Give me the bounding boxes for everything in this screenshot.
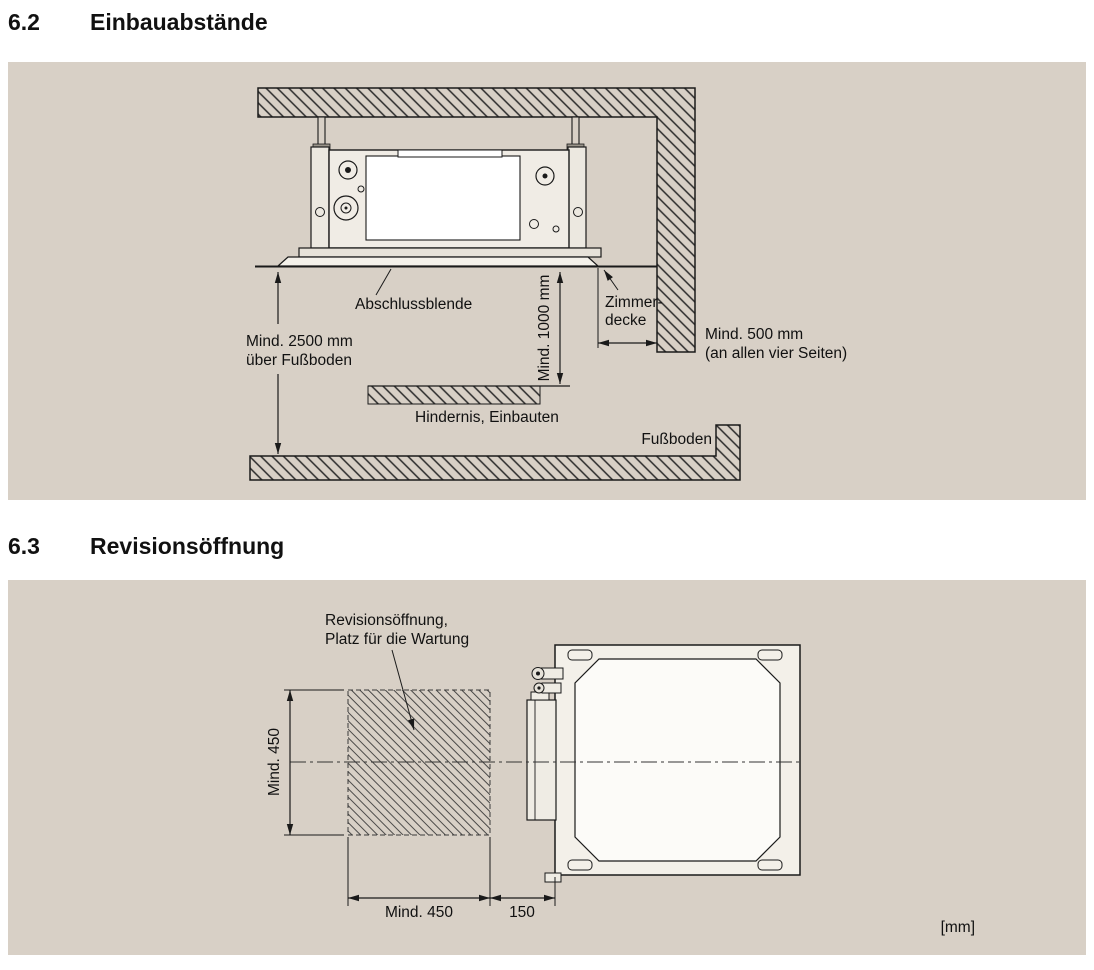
abschlussblende-leader [375,268,392,296]
hanger-bracket-slot [567,649,593,661]
abschlussblende-panel [276,256,600,267]
zimmerdecke-leader [603,269,619,291]
dimension-450-horizontal-label: Mind. 450 [385,904,453,921]
indoor-unit-cross-section [298,146,602,258]
floor-label: Fußboden [641,431,712,448]
connection-box [526,699,557,821]
dimension-450-vertical [284,689,344,836]
section-title: Einbauabstände [90,9,268,35]
hanging-rods [312,116,585,151]
dimension-2500-label-line1: Mind. 2500 mm [246,333,353,350]
pipe-fittings [531,667,564,694]
floor-hatch [249,424,741,481]
hanger-bracket-slot [567,859,593,871]
drain-connection [544,872,562,883]
ceiling-wall-hatch [257,87,696,353]
einbauabstaende-diagram-panel: Abschlussblende Mind. 2500 mm über Fußbo… [8,62,1086,500]
revisionsoeffnung-diagram: Revisionsöffnung, Platz für die Wartung … [266,612,975,936]
obstacle-label: Hindernis, Einbauten [415,409,559,426]
zimmerdecke-label-line2: decke [605,312,646,329]
dimension-500-label-line2: (an allen vier Seiten) [705,345,847,362]
opening-label-line1: Revisionsöffnung, [325,612,448,629]
unit-casing-chamfered [574,658,781,862]
obstacle-hatch [367,385,541,405]
opening-label-line2: Platz für die Wartung [325,631,469,648]
drain-pump-detail [333,195,359,221]
opening-leader [391,649,415,731]
section-6-3-heading: 6.3 Revisionsöffnung [8,533,284,560]
dimension-450-horizontal [347,837,556,906]
section-title: Revisionsöffnung [90,533,285,559]
section-number: 6.3 [8,533,40,559]
dimension-500-label-line1: Mind. 500 mm [705,326,803,343]
einbauabstaende-diagram: Abschlussblende Mind. 2500 mm über Fußbo… [246,87,847,481]
dimension-2500-label-line2: über Fußboden [246,352,352,369]
section-number: 6.2 [8,9,40,35]
fan-motor-detail [338,160,358,180]
hanger-bracket-slot [757,649,783,661]
units-note: [mm] [941,919,975,936]
abschlussblende-label: Abschlussblende [355,296,472,313]
dimension-450-vertical-label: Mind. 450 [266,728,283,796]
zimmerdecke-label-line1: Zimmer- [605,294,663,311]
dimension-1000-label: Mind. 1000 mm [536,275,553,382]
dimension-150-label: 150 [509,904,535,921]
hanger-bracket-slot [757,859,783,871]
indoor-unit-top-view [526,644,801,883]
section-6-2-heading: 6.2 Einbauabstände [8,9,268,36]
revisionsoeffnung-diagram-panel: Revisionsöffnung, Platz für die Wartung … [8,580,1086,955]
